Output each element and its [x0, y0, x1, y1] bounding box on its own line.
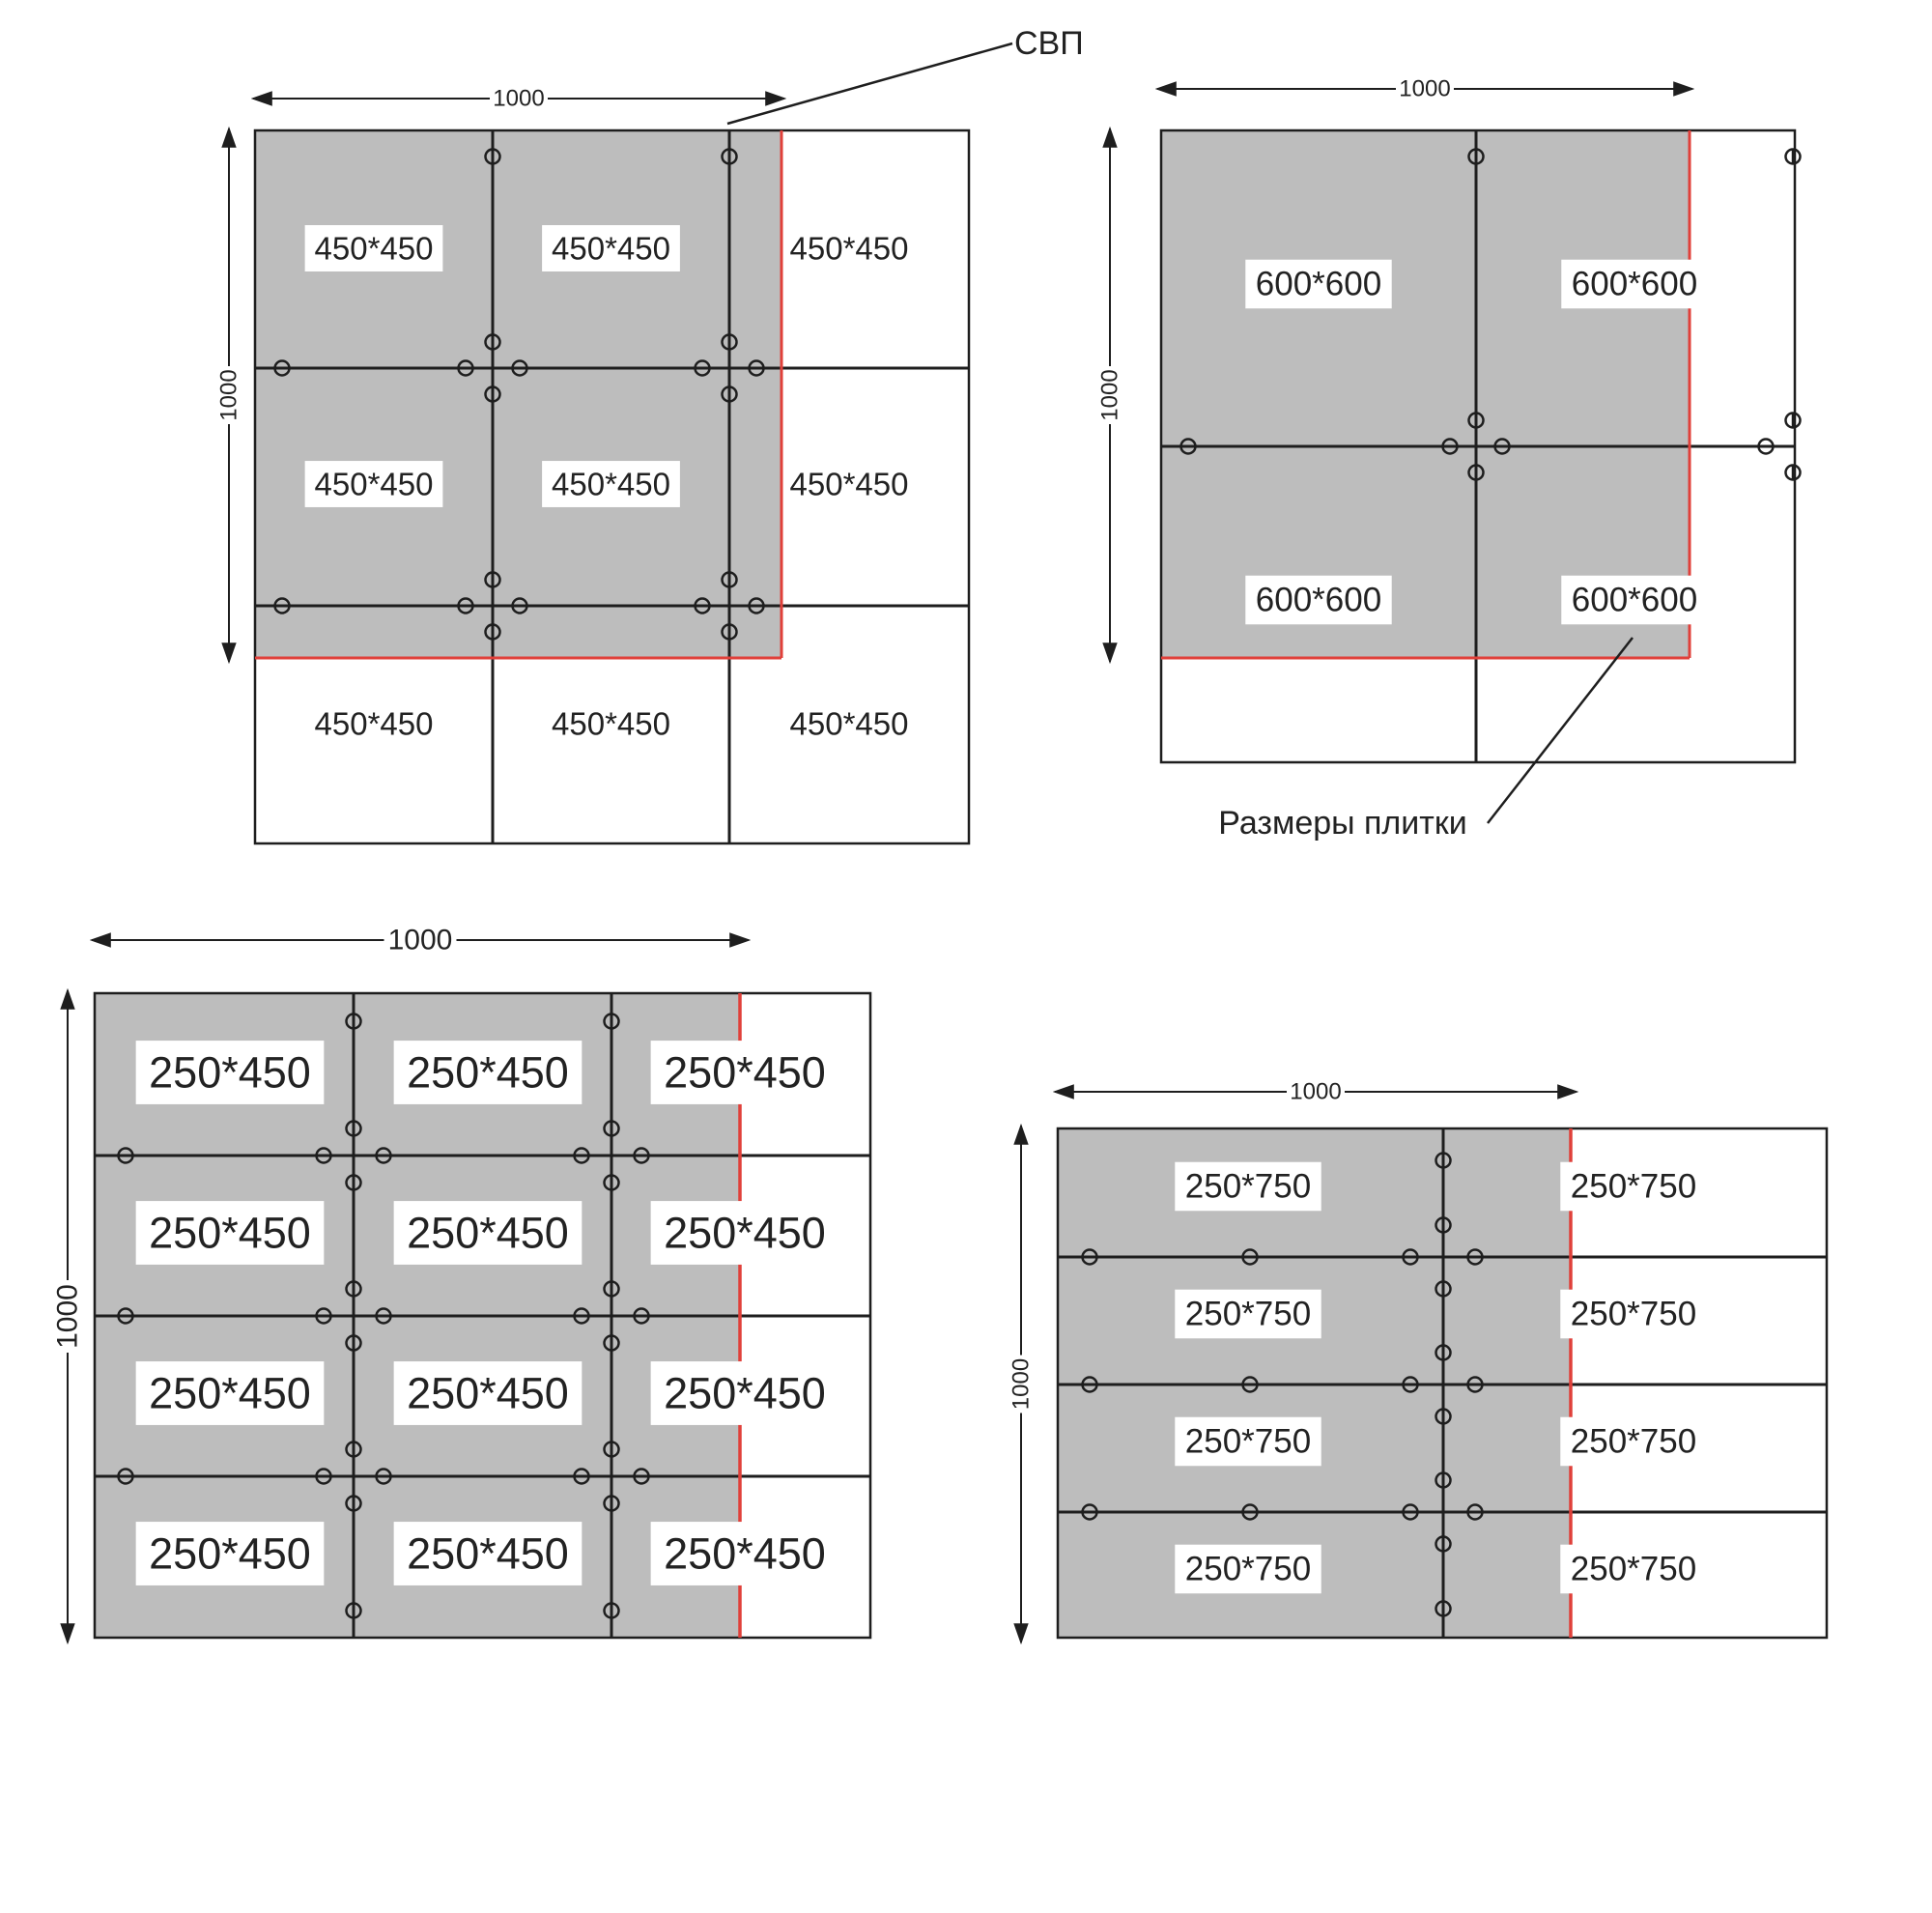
d3-dim-horizontal-text: 1000 [388, 925, 453, 956]
d3-tile-label-bg [393, 1361, 582, 1425]
d3-tile-label: 250*450 [407, 1048, 569, 1098]
d4-dim-horizontal-gap [1287, 1077, 1345, 1106]
d4-tile-label: 250*750 [1185, 1296, 1311, 1333]
d2-tile-label-bg [1245, 575, 1392, 625]
d2-tile-label-bg [1245, 259, 1392, 309]
d4-dim-vertical-text: 1000 [1009, 1358, 1035, 1410]
d3-tile-label: 250*450 [407, 1209, 569, 1258]
d2-dim-horizontal-text: 1000 [1399, 76, 1450, 102]
d1-tile-label: 450*450 [790, 467, 909, 502]
d3-tile-label-bg [650, 1041, 839, 1104]
d2-dim-vertical-text: 1000 [1097, 369, 1123, 420]
d1-tile-label: 450*450 [790, 231, 909, 267]
d4-tile-label: 250*750 [1185, 1168, 1311, 1206]
d3-tile-label: 250*450 [664, 1209, 826, 1258]
d3-tile-label-bg [650, 1361, 839, 1425]
d3-tile-label: 250*450 [407, 1529, 569, 1579]
d1-tile-label: 450*450 [552, 467, 670, 502]
d3-dim-vertical-gap [50, 1280, 85, 1353]
d2-tile-label: 600*600 [1256, 266, 1381, 303]
d4-tile-label-bg [1175, 1544, 1321, 1594]
tile-size-leader-line [1487, 637, 1634, 824]
d2-tile-label-bg [1561, 575, 1708, 625]
d2-tile-label-bg [1561, 259, 1708, 309]
d2-dim-vertical-gap [1095, 366, 1124, 424]
d1-dim-vertical-gap [214, 366, 243, 424]
d3-tile-label-bg [650, 1522, 839, 1585]
d3-tile-label: 250*450 [149, 1209, 311, 1258]
d2-dim-horizontal-gap [1396, 74, 1454, 103]
d4-tile-label: 250*750 [1185, 1423, 1311, 1461]
d3-tile-label: 250*450 [664, 1529, 826, 1579]
d1-tile-label-bg [304, 461, 443, 507]
d3-tile-label-bg [135, 1201, 325, 1265]
tile-size-callout-label: Размеры плитки [1218, 805, 1466, 842]
d3-tile-label-bg [393, 1522, 582, 1585]
d3-tile-label: 250*450 [149, 1369, 311, 1418]
d4-tile-label: 250*750 [1571, 1296, 1696, 1333]
d4-tile-label: 250*750 [1571, 1423, 1696, 1461]
d1-dim-horizontal-gap [490, 84, 548, 113]
d2-covered-area [1161, 130, 1690, 658]
d2-tile-label: 600*600 [1256, 582, 1381, 619]
d2-tile-label: 600*600 [1572, 582, 1697, 619]
d1-tile-label: 450*450 [790, 706, 909, 742]
d4-tile-label-bg [1560, 1161, 1707, 1212]
d2-tile-label: 600*600 [1572, 266, 1697, 303]
d1-tile-label: 450*450 [552, 231, 670, 267]
d4-tile-label: 250*750 [1571, 1168, 1696, 1206]
d1-dim-vertical-text: 1000 [216, 369, 242, 420]
d4-dim-horizontal-text: 1000 [1290, 1079, 1341, 1105]
d1-tile-label-bg [542, 225, 680, 271]
d1-tile-label: 450*450 [552, 706, 670, 742]
d1-dim-horizontal-text: 1000 [493, 86, 544, 112]
d4-dim-vertical-gap [1007, 1355, 1036, 1413]
d3-tile-label-bg [135, 1041, 325, 1104]
d1-outline [253, 128, 971, 845]
d4-tile-label-bg [1175, 1416, 1321, 1467]
d3-tile-label: 250*450 [407, 1369, 569, 1418]
d4-tile-label-bg [1560, 1416, 1707, 1467]
d3-tile-label: 250*450 [664, 1048, 826, 1098]
d4-tile-label-bg [1175, 1161, 1321, 1212]
svp-leader-line [726, 42, 1013, 126]
d1-tile-label: 450*450 [315, 467, 434, 502]
d3-tile-label-bg [650, 1201, 839, 1265]
d3-tile-label: 250*450 [664, 1369, 826, 1418]
d4-tile-label-bg [1560, 1544, 1707, 1594]
d4-tile-label: 250*750 [1185, 1551, 1311, 1588]
svp-callout-label: СВП [1014, 25, 1084, 62]
d1-covered-area [255, 130, 781, 658]
d3-dim-vertical-text: 1000 [52, 1284, 84, 1349]
d1-tile-label-bg [304, 225, 443, 271]
d3-tile-label-bg [135, 1361, 325, 1425]
d3-dim-horizontal-gap [384, 923, 457, 957]
d3-tile-label: 250*450 [149, 1529, 311, 1579]
d3-tile-label-bg [393, 1201, 582, 1265]
d1-tile-label: 450*450 [315, 706, 434, 742]
d1-tile-label: 450*450 [315, 231, 434, 267]
d4-tile-label-bg [1560, 1289, 1707, 1339]
d3-tile-label-bg [393, 1041, 582, 1104]
d3-tile-label-bg [135, 1522, 325, 1585]
d1-tile-label-bg [542, 461, 680, 507]
d4-tile-label-bg [1175, 1289, 1321, 1339]
d3-tile-label: 250*450 [149, 1048, 311, 1098]
d4-tile-label: 250*750 [1571, 1551, 1696, 1588]
